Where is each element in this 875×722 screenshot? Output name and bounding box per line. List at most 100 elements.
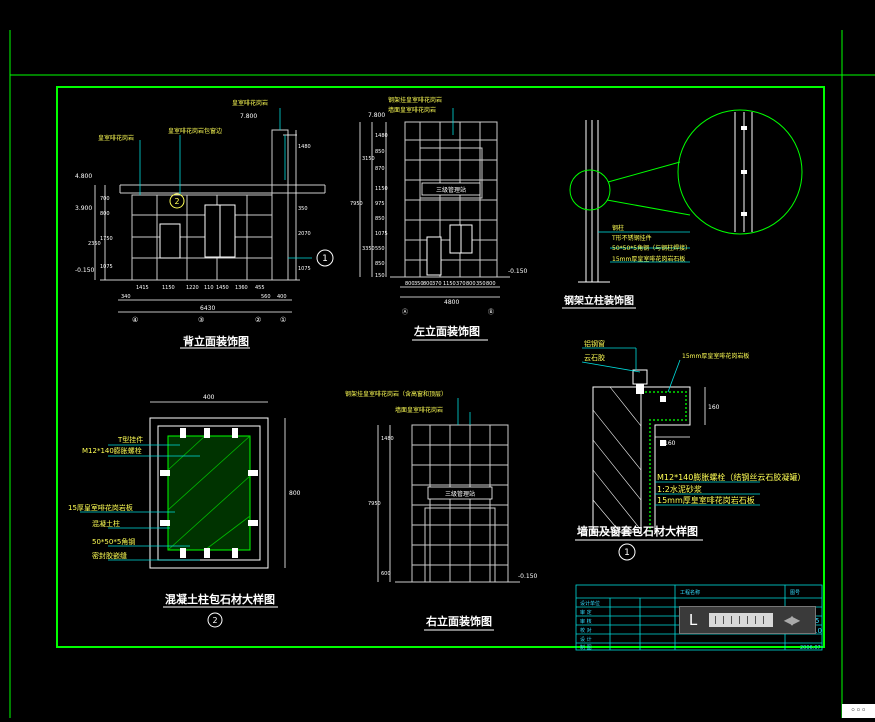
- dim-left-v-13: 150: [375, 273, 385, 279]
- slider-tick: [755, 616, 756, 624]
- title-window-detail: 墙面及窗套包石材大样图: [577, 524, 698, 538]
- title-concrete-detail: 混凝土柱包石材大样图: [165, 592, 275, 606]
- dim-v-5: 1075: [100, 264, 113, 270]
- tb-number-1: 5: [815, 617, 819, 625]
- dim-left-h-1: 800: [405, 281, 415, 287]
- dim-h-9: 560: [261, 294, 271, 300]
- dim-total-back: 6430: [200, 305, 215, 312]
- tb-sheet-no: 图号: [790, 590, 800, 596]
- label-back-2: 皇室啡花岗岩包窗边: [168, 127, 222, 135]
- tb-number-2: 10: [813, 627, 822, 635]
- layout-navigation-bar: L ◀▶: [679, 606, 816, 634]
- zoom-slider[interactable]: [709, 613, 773, 627]
- dim-left-v-3: 850: [375, 149, 385, 155]
- level-7800: 7.800: [240, 113, 257, 120]
- dim-right-v-1: 1480: [381, 436, 394, 442]
- corner-menu-button[interactable]: ◦◦◦: [842, 704, 875, 718]
- title-back-elevation: 背立面装饰图: [183, 334, 249, 348]
- dim-left-h-2: 350: [414, 281, 424, 287]
- label-concrete-5: 50*50*5角钢: [92, 537, 135, 546]
- tb-row-3: 审 核: [580, 618, 592, 625]
- tb-date: 2006.07: [800, 645, 821, 651]
- dim-right-v-3: 600: [381, 571, 391, 577]
- dim-h-1: 340: [121, 294, 131, 300]
- label-steel-1: 钢柱: [612, 224, 624, 232]
- prev-next-arrows-icon[interactable]: ◀▶: [783, 613, 800, 627]
- dim-h-3: 1150: [162, 285, 175, 291]
- dim-left-v-5: 1150: [375, 186, 388, 192]
- dim-right-v-2: 7950: [368, 501, 381, 507]
- dim-h-6: 1450: [216, 285, 229, 291]
- dim-left-v-8: 7950: [350, 201, 363, 207]
- label-concrete-4: 混凝土柱: [92, 519, 120, 528]
- label-back-3: 皇室啡花岗岩: [98, 134, 134, 142]
- dim-left-v-10: 1075: [375, 231, 388, 237]
- label-right-1: 钢架挂皇室啡花岗岩（含高窗和顶层）: [345, 390, 447, 398]
- dim-concrete-height: 800: [289, 490, 301, 497]
- slider-tick: [715, 616, 716, 624]
- right-sign: 三级管理站: [445, 490, 475, 498]
- window-detail-number: 1: [624, 548, 630, 558]
- label-steel-4: 15mm厚皇室啡花岗岩石板: [612, 255, 685, 263]
- left-sign: 三级管理站: [436, 186, 466, 194]
- dim-left-v-1: 1480: [375, 133, 388, 139]
- level-3900: 3.900: [75, 205, 92, 212]
- dim-v-2: 800: [100, 211, 110, 217]
- tb-project: 工程名称: [680, 589, 700, 596]
- dim-h-7: 1360: [235, 285, 248, 291]
- dim-left-h-9: 800: [486, 281, 496, 287]
- dim-window-1: 160: [708, 404, 720, 411]
- label-steel-3: 50*50*5角钢（与钢柱焊接）: [612, 244, 691, 252]
- axis-mark-3: ③: [198, 316, 204, 324]
- dim-left-h-3: 800: [423, 281, 433, 287]
- right-elevation: 三级管理站 钢架挂皇室啡花岗岩（含高窗和顶层） 墙面皇室啡花岗岩 -0.150 …: [345, 390, 538, 631]
- level-right-minus-0150: -0.150: [518, 573, 538, 580]
- tb-row-5: 设 计: [580, 636, 592, 643]
- level-left-7800: 7.800: [368, 112, 385, 119]
- level-4800: 4.800: [75, 173, 92, 180]
- dim-left-v-12: 850: [375, 261, 385, 267]
- dim-left-v-7: 850: [375, 216, 385, 222]
- sheet-frame: [9, 30, 875, 718]
- window-wall-detail: 铝钢窗 云石胶 15mm厚皇室啡花岗岩板 M12*140膨胀螺栓（结钢丝云石胶凝…: [575, 339, 805, 561]
- dim-window-2: 160: [664, 440, 676, 447]
- level-minus-0150: -0.150: [75, 267, 95, 274]
- tb-row-4: 校 对: [580, 627, 592, 634]
- slider-tick: [739, 616, 740, 624]
- dim-v-4: 1750: [100, 236, 113, 242]
- label-window-4: M12*140膨胀螺栓（结钢丝云石胶凝罐）: [657, 472, 805, 482]
- dim-left-h-4: 370: [432, 281, 442, 287]
- dim-total-left: 4800: [444, 299, 459, 306]
- dim-v-7: 2070: [298, 231, 311, 237]
- label-concrete-1: T型挂件: [117, 435, 143, 444]
- dim-v-1: 700: [100, 196, 110, 202]
- tb-row-2: 审 定: [580, 609, 592, 616]
- label-window-2: 云石胶: [584, 353, 605, 362]
- axis-mark-2: ②: [255, 316, 261, 324]
- dim-left-v-4: 870: [375, 166, 385, 172]
- label-concrete-3: 15厚皇室啡花岗岩板: [68, 503, 133, 512]
- dim-h-2: 1415: [136, 285, 149, 291]
- label-window-3: 15mm厚皇室啡花岗岩板: [682, 352, 749, 360]
- left-elevation: 三级管理站 钢架挂皇室啡花岗岩 墙面皇室啡花岗岩 7.800 -0.150 14…: [350, 96, 528, 341]
- title-steel-detail: 钢架立柱装饰图: [564, 294, 634, 307]
- label-concrete-2: M12*140膨胀螺栓: [82, 446, 142, 455]
- layout-tab-button[interactable]: L: [688, 611, 698, 629]
- axis-left-a: Ⓐ: [402, 308, 408, 316]
- concrete-detail-number: 2: [212, 616, 217, 625]
- dim-left-h-8: 350: [476, 281, 486, 287]
- steel-column-detail: 钢柱 T形不锈钢挂件 50*50*5角钢（与钢柱焊接） 15mm厚皇室啡花岗岩石…: [562, 109, 803, 309]
- tb-row-1: 设计单位: [580, 600, 600, 607]
- dim-v-3: 2350: [88, 241, 101, 247]
- dim-h-4: 1220: [186, 285, 199, 291]
- axis-mark-1: ①: [280, 316, 286, 324]
- title-left-elevation: 左立面装饰图: [413, 324, 480, 338]
- slider-tick: [763, 616, 764, 624]
- dim-v-8: 350: [298, 206, 308, 212]
- dim-left-h-7: 800: [466, 281, 476, 287]
- slider-tick: [723, 616, 724, 624]
- back-elevation: 2 1 皇室啡花岗岩 皇室啡花岗岩包窗边 皇室啡花岗岩 4.800 3.900 …: [75, 99, 334, 349]
- title-right-elevation: 右立面装饰图: [425, 614, 492, 628]
